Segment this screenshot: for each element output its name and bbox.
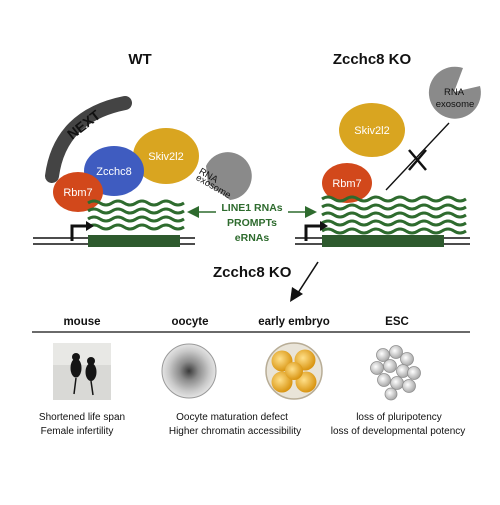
zcchc8-label: Zcchc8	[96, 166, 131, 178]
rna-label-ernas: eRNAs	[235, 232, 270, 244]
rna-exosome-label-ko-2: exosome	[436, 99, 475, 110]
esc-cluster-image	[370, 345, 421, 401]
blocked-link	[385, 122, 450, 191]
rbm7-protein-ko	[322, 163, 372, 203]
header-mouse: mouse	[63, 316, 100, 328]
ko-title: Zcchc8 KO	[333, 51, 412, 68]
rna-label-line1: LINE1 RNAs	[221, 202, 282, 214]
ko-arrow-label: Zcchc8 KO	[213, 264, 292, 281]
skiv2l2-label-wt: Skiv2l2	[148, 151, 183, 163]
ko-arrow-head	[290, 287, 303, 302]
tss-arrow-ko	[304, 224, 322, 241]
esc-phenotype-1: loss of pluripotency	[356, 412, 442, 423]
gene-box-ko	[322, 235, 444, 247]
mouse-phenotype-1: Shortened life span	[39, 412, 125, 423]
tss-arrowhead-ko	[320, 221, 328, 231]
rna-exosome-wt	[206, 152, 252, 200]
next-complex-arc	[45, 96, 132, 183]
mouse-phenotype-2: Female infertility	[41, 426, 114, 437]
tss-arrow-wt	[70, 224, 88, 241]
oocyte-phenotype-2: Higher chromatin accessibility	[169, 426, 301, 437]
rna-exosome-ko	[428, 66, 481, 119]
header-esc: ESC	[385, 316, 409, 328]
header-oocyte: oocyte	[171, 316, 208, 328]
tss-arrowhead-wt	[86, 221, 94, 231]
rna-exosome-label-ko-1: RNA	[444, 87, 465, 98]
oocyte-image	[161, 343, 217, 399]
rna-label-prompts: PROMPTs	[227, 217, 277, 229]
block-mark-2	[408, 149, 427, 171]
early-embryo-image	[265, 342, 323, 400]
ko-arrow-shaft	[295, 261, 319, 297]
mouse-photo	[53, 343, 111, 400]
esc-phenotype-2: loss of developmental potency	[331, 426, 466, 437]
gene-box-wt	[88, 235, 180, 247]
rna-waves-ko	[321, 195, 467, 235]
oocyte-phenotype-1: Oocyte maturation defect	[176, 412, 288, 423]
rbm7-label-ko: Rbm7	[332, 178, 361, 190]
wt-title: WT	[128, 51, 151, 68]
rna-waves-wt	[87, 199, 185, 231]
skiv2l2-protein-ko	[339, 103, 405, 157]
rbm7-label-wt: Rbm7	[63, 187, 92, 199]
skiv2l2-label-ko: Skiv2l2	[354, 125, 389, 137]
skiv2l2-protein-wt	[133, 128, 199, 184]
header-early-embryo: early embryo	[258, 316, 330, 328]
